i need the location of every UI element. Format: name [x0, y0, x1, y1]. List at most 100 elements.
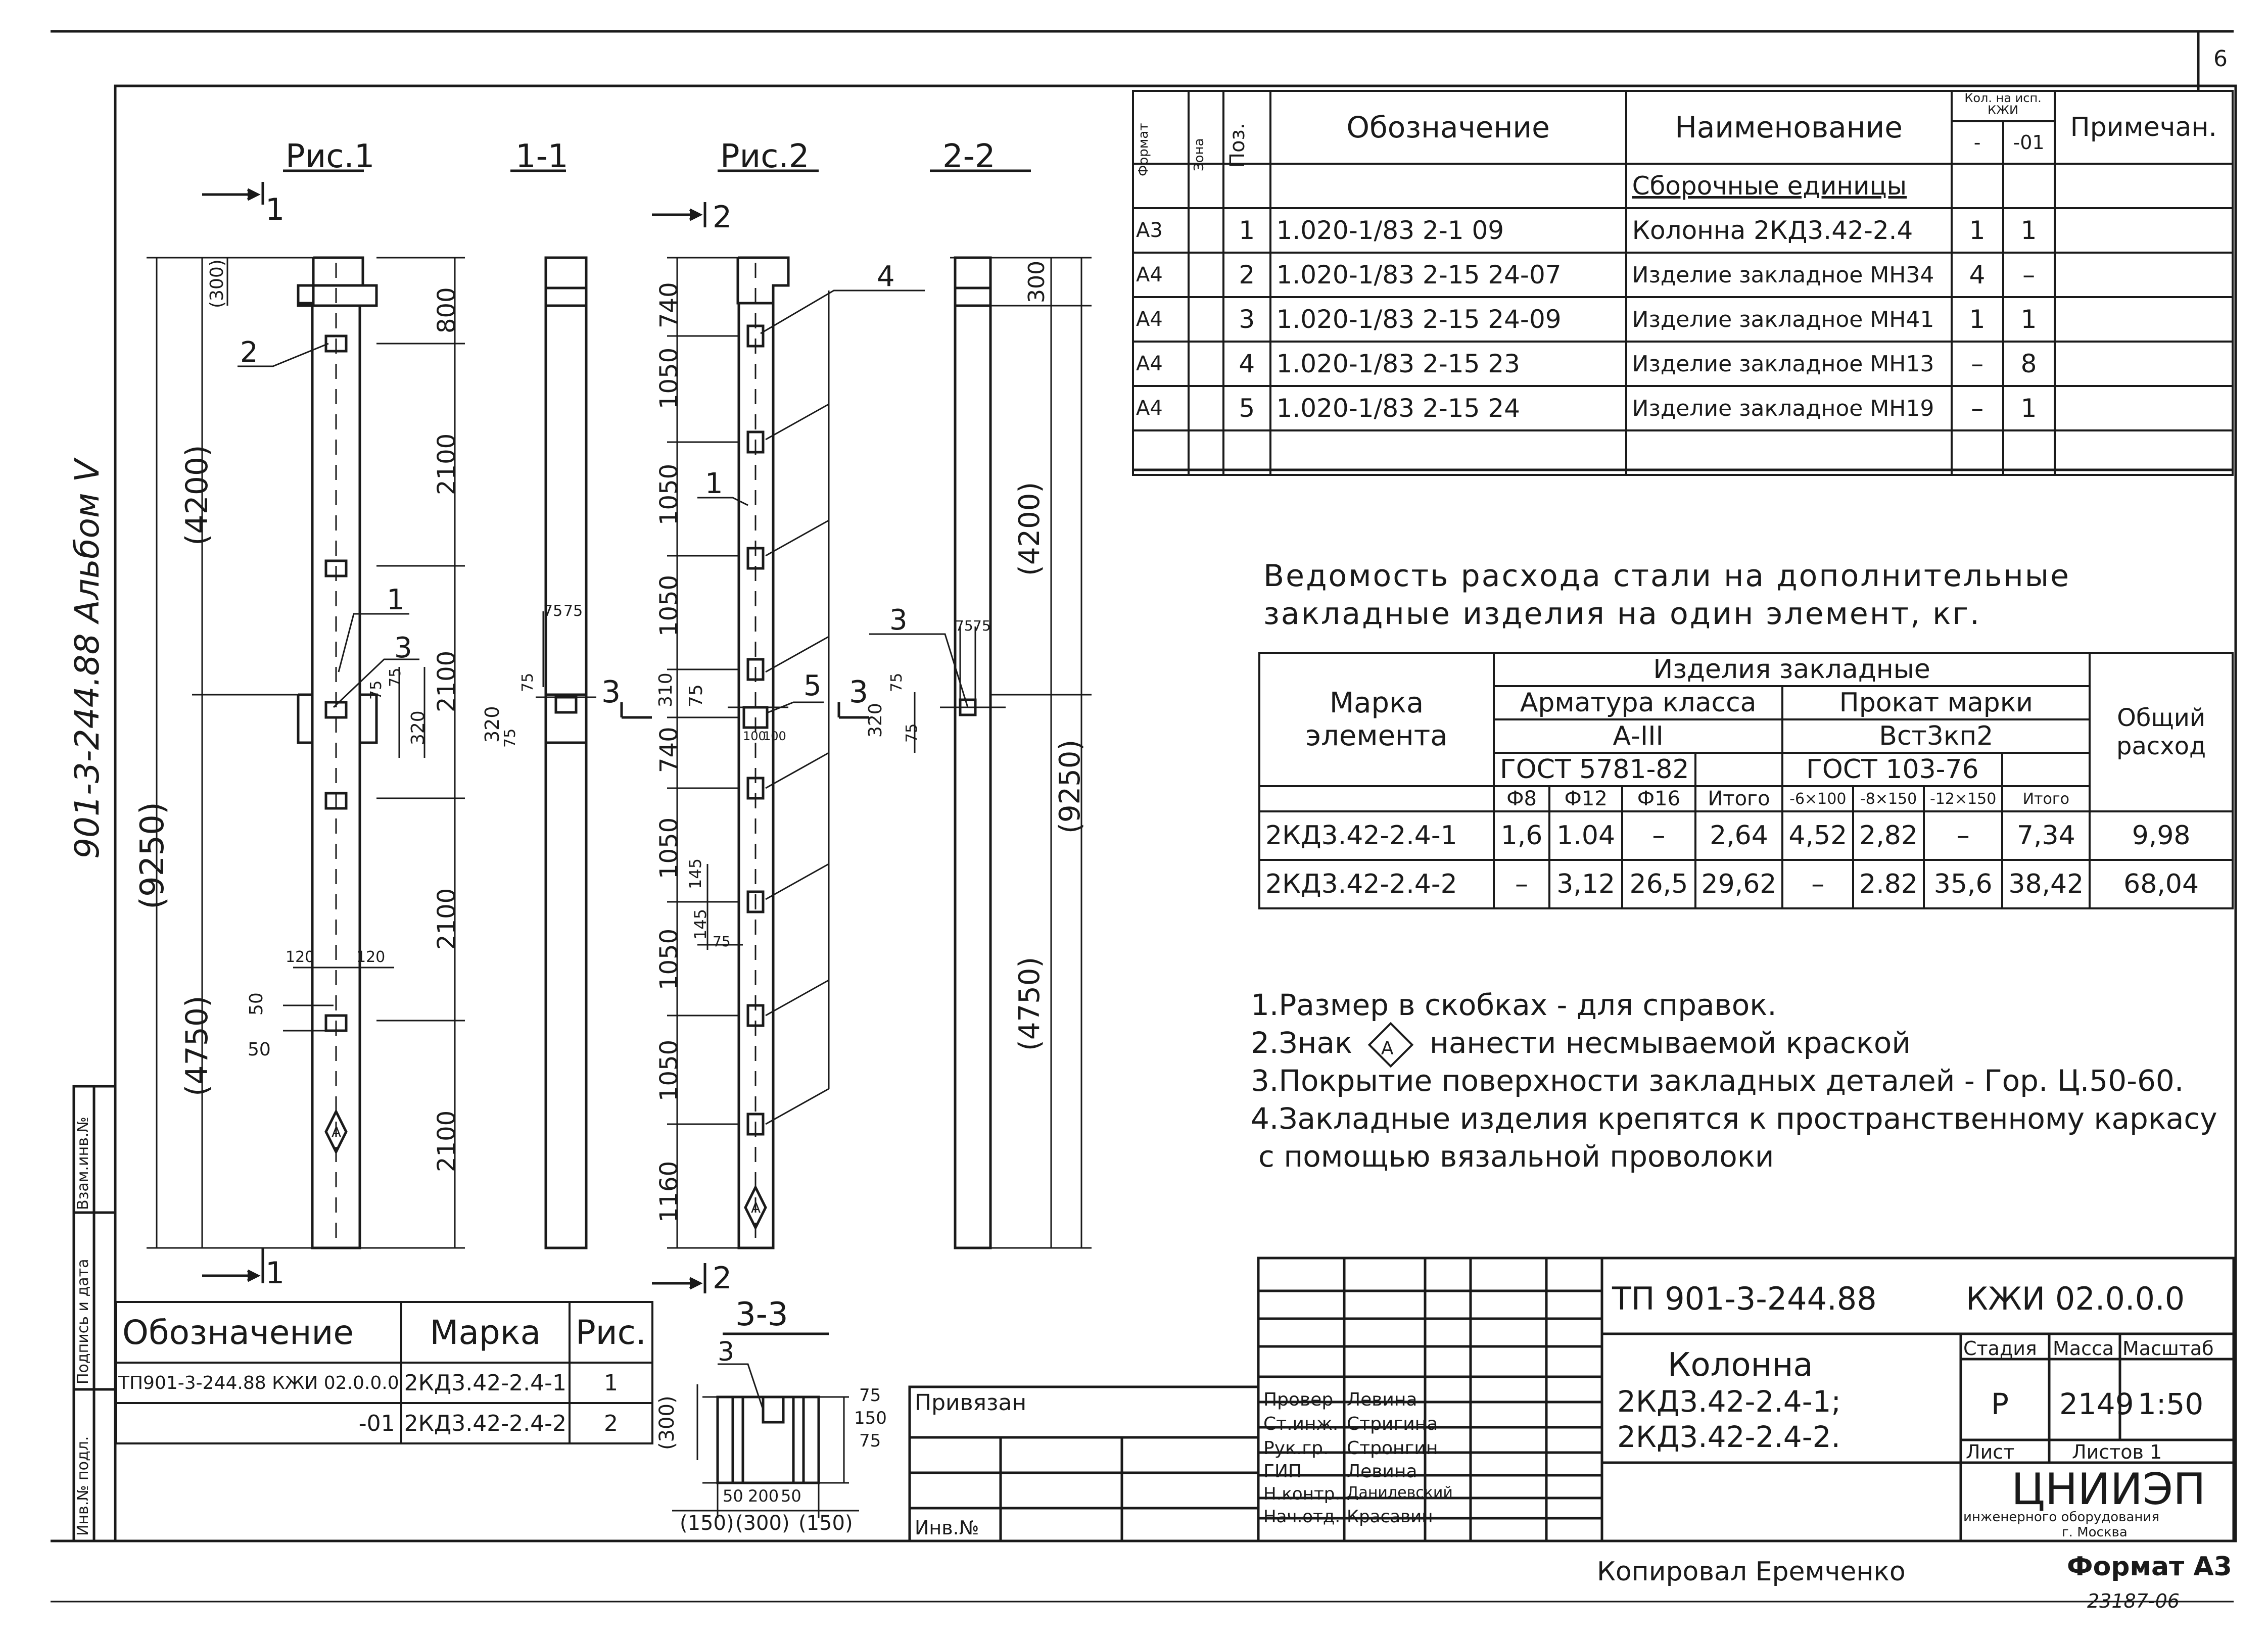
format-label: Формат А3	[2067, 1552, 2232, 1582]
fig1-pos-3: 3	[394, 632, 412, 664]
sec33-dim-200: 200	[748, 1486, 779, 1506]
fig2-dim-145-a: 145	[686, 858, 705, 889]
scale-value: 1:50	[2138, 1387, 2204, 1421]
sec22-drawing	[869, 256, 1092, 1249]
fig1-dim-120-b: 120	[356, 948, 386, 966]
page-number: 6	[2213, 46, 2228, 72]
fig1-pos-1: 1	[387, 584, 405, 616]
marks-h-design: Обозначение	[115, 1301, 402, 1364]
sec33-dim-150-a: (150)	[680, 1512, 734, 1535]
sec33-title: 3-3	[735, 1296, 788, 1333]
sec33-dim-75-a: 75	[859, 1385, 881, 1406]
fig2-dim-75-b: 75	[713, 933, 731, 950]
sec33-pos-3: 3	[718, 1337, 735, 1367]
scale-header: Масштаб	[2122, 1337, 2214, 1360]
fig2-dim-740-a: 740	[655, 282, 683, 328]
steel-col: Ф8	[1492, 785, 1551, 812]
spec-h-qty: Кол. на исп. КЖИ - -01	[1950, 90, 2056, 165]
fig2-dim-1050-a: 1050	[655, 347, 683, 409]
stage-value: Р	[1991, 1387, 2009, 1421]
fig1-title: Рис.1	[286, 138, 375, 175]
fig2-dim-310: 310	[655, 672, 676, 707]
sec22-dim-75-a: 75	[955, 617, 973, 634]
sheet-label: Лист	[1966, 1441, 2015, 1463]
sec22-dim-75-c: 75	[888, 672, 906, 692]
steel-row: 2КД3.42-2.4-2 – 3,12 26,5 29,62 – 2.82 3…	[1258, 859, 2234, 909]
sec33-dim-300-b: (300)	[735, 1512, 790, 1535]
marks-h-mark: Марка	[400, 1301, 571, 1364]
sec33-dim-75-b: 75	[859, 1431, 881, 1451]
fig2-column-drawing	[620, 169, 1031, 1293]
title-doc: КЖИ 02.0.0.0	[1966, 1280, 2185, 1317]
sec22-dim-4750: (4750)	[1013, 956, 1046, 1051]
title-name-2: 2КД3.42-2.4-1;	[1617, 1384, 1841, 1419]
marks-row: -01 2КД3.42-2.4-2 2	[115, 1402, 653, 1444]
archive-number: 23187-06	[2087, 1590, 2180, 1612]
sec33-dim-50-a: 50	[723, 1486, 743, 1506]
side-stamp-repl: Взам.инв.№	[74, 1117, 92, 1210]
side-stamp-sign: Подпись и дата	[74, 1259, 92, 1385]
note-4: 4.Закладные изделия крепятся к пространс…	[1251, 1101, 2217, 1136]
steel-col: Ф16	[1621, 785, 1696, 812]
sec22-dim-75-b: 75	[973, 617, 991, 634]
title-name-1: Колонна	[1668, 1346, 1813, 1384]
fig2-dim-1050-c: 1050	[655, 574, 683, 637]
privyazan-label: Привязан	[915, 1390, 1027, 1416]
sec11-dim-75-a: 75	[543, 602, 563, 620]
fig1-dim-2100-c: 2100	[433, 888, 461, 950]
title-name-3: 2КД3.42-2.4-2.	[1617, 1420, 1840, 1454]
steel-h-gost2: ГОСТ 103-76	[1781, 752, 2004, 787]
steel-h-items: Изделия закладные	[1492, 652, 2091, 687]
steel-h-gost1: ГОСТ 5781-82	[1493, 752, 1696, 787]
org-city: г. Москва	[2062, 1525, 2128, 1540]
steel-h-vst: Вст3кп2	[1781, 718, 2091, 754]
note-1: 1.Размер в скобках - для справок.	[1251, 988, 1777, 1022]
fig2-dim-100-b: 100	[763, 729, 786, 743]
fig1-column-drawing	[147, 169, 566, 1283]
sec33-dim-150-b: (150)	[798, 1512, 853, 1535]
title-block-grid	[908, 1257, 2235, 1542]
spec-row: А3 1 1.020-1/83 2-1 09 Колонна 2КД3.42-2…	[1132, 207, 2234, 254]
fig1-dim-50-a: 50	[246, 992, 267, 1016]
fig2-cut3-left: 3	[601, 674, 621, 710]
steel-title-1: Ведомость расхода стали на дополнительны…	[1263, 558, 2070, 594]
spec-h-designation: Обозначение	[1269, 90, 1627, 165]
sec33-dim-150: 150	[854, 1408, 887, 1428]
fig1-dim-300: (300)	[207, 259, 227, 308]
album-label: 901-3-244.88 Альбом V	[68, 459, 107, 859]
spec-section: Сборочные единицы	[1625, 163, 1953, 209]
steel-h-mark: Марка элемента	[1258, 652, 1495, 787]
spec-h-format: Формат	[1132, 90, 1190, 176]
fig2-dim-1050-e: 1050	[655, 928, 683, 990]
steel-col: -6×100	[1781, 785, 1855, 812]
spec-row: А4 4 1.020-1/83 2-15 23 Изделие закладно…	[1132, 341, 2234, 387]
spec-h-pos: Поз.	[1222, 90, 1271, 168]
fig2-dim-1050-b: 1050	[655, 463, 683, 525]
role-5: Н.контр.	[1263, 1484, 1341, 1504]
side-stamp-inv: Инв.№ подл.	[74, 1436, 92, 1536]
name-2: Стригина	[1347, 1414, 1438, 1434]
name-4: Левина	[1347, 1461, 1418, 1482]
steel-col: Итого	[2001, 785, 2091, 812]
name-5: Данилевский	[1347, 1484, 1453, 1502]
fig1-dim-overall: (9250)	[134, 802, 171, 909]
fig1-dim-lower: (4750)	[179, 995, 215, 1096]
steel-h-total: Общий расход	[2089, 652, 2234, 812]
note-5: с помощью вязальной проволоки	[1258, 1139, 1774, 1174]
fig2-dim-100-a: 100	[743, 729, 766, 743]
mark-a-icon: А	[1368, 1022, 1414, 1068]
fig2-dim-145-b: 145	[691, 908, 710, 940]
fig2-pos-1: 1	[705, 467, 723, 500]
steel-table: Марка элемента Изделия закладные Общий р…	[1258, 652, 2234, 909]
fig2-dim-1050-d: 1050	[655, 817, 683, 879]
steel-title-2: закладные изделия на один элемент, кг.	[1263, 596, 1981, 632]
sec22-dim-9250: (9250)	[1054, 739, 1086, 834]
sec11-title: 1-1	[515, 138, 569, 175]
fig2-dim-1050-f: 1050	[655, 1039, 683, 1101]
spec-table: Формат Зона Поз. Обозначение Наименовани…	[1132, 90, 2234, 476]
sec33-dim-50-b: 50	[781, 1486, 801, 1506]
role-3: Рук.гр.	[1263, 1438, 1329, 1459]
fig1-dim-75: 75	[367, 680, 385, 700]
sec11-dim-75-c: 75	[501, 728, 519, 748]
fig1-cut-top: 1	[265, 192, 285, 227]
